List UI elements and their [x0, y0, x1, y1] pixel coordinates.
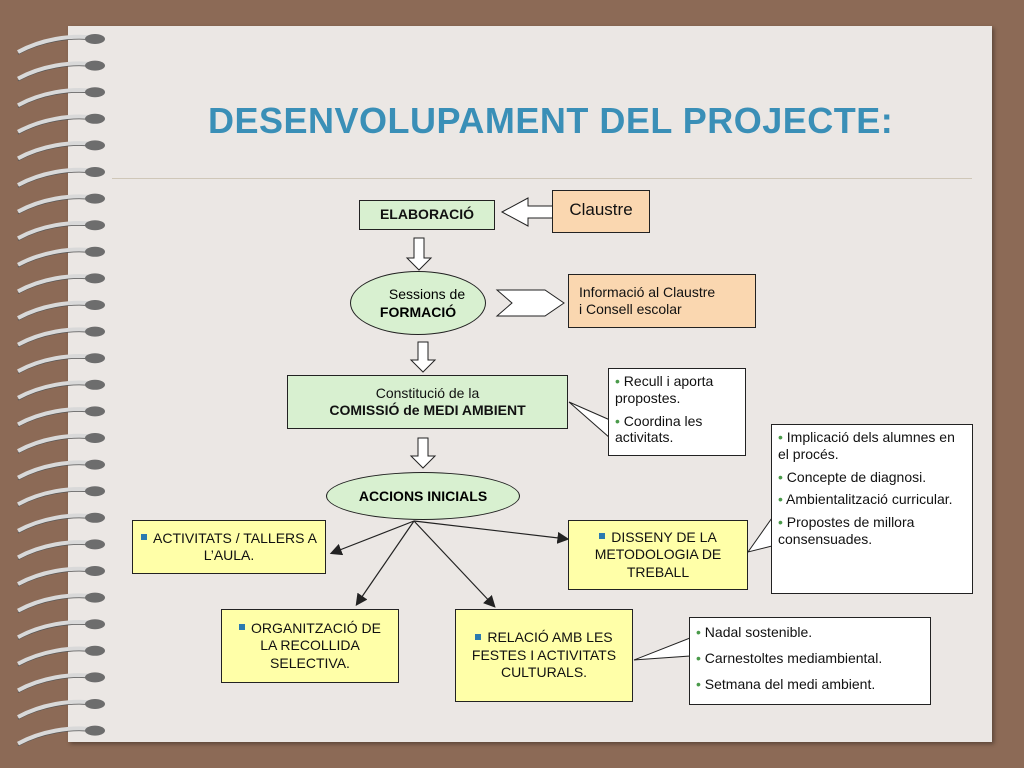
- callout-relacio-item: • Carnestoltes mediambiental.: [696, 649, 883, 666]
- binding-ring: [17, 459, 105, 481]
- line-to-activitats: [329, 520, 415, 556]
- bullet-square-icon: [475, 633, 482, 640]
- callout-comissio-item: • Coordina les activitats.: [615, 412, 703, 446]
- node-elaboracio: ELABORACIÓ: [359, 200, 495, 230]
- line-to-organitzacio: [355, 520, 415, 606]
- node-sessions-formacio: Sessions de FORMACIÓ: [350, 271, 486, 335]
- bullet-square-icon: [599, 533, 606, 540]
- bullet-square-icon: [141, 533, 148, 540]
- binding-ring: [17, 406, 105, 428]
- binding-ring: [17, 725, 105, 747]
- callout-pointer-disseny: [746, 516, 773, 553]
- binding-ring: [17, 273, 105, 295]
- node-organitzacio-label: ORGANITZACIÓ DE LA RECOLLIDA SELECTIVA.: [230, 620, 390, 673]
- binding-ring: [17, 433, 105, 454]
- binding-ring: [17, 592, 105, 614]
- down-arrow-2: [409, 341, 437, 373]
- binding-ring: [17, 246, 105, 268]
- arrow-claustre-to-elaboracio: [500, 197, 554, 227]
- node-activitats: ACTIVITATS / TALLERS A L’AULA.: [132, 520, 326, 574]
- node-accions-label: ACCIONS INICIALS: [358, 487, 488, 504]
- node-claustre-label: Claustre: [569, 200, 633, 219]
- node-info-line2: i Consell escolar: [579, 301, 682, 317]
- callout-disseny-item: • Implicació dels alumnes en el procés.: [778, 429, 955, 462]
- binding-ring: [17, 60, 105, 82]
- node-relacio: RELACIÓ AMB LES FESTES I ACTIVITATS CULT…: [455, 609, 633, 702]
- node-accions-inicials: ACCIONS INICIALS: [326, 472, 520, 520]
- callout-disseny: • Implicació dels alumnes en el procés. …: [771, 424, 973, 594]
- binding-ring: [17, 87, 105, 108]
- binding-ring: [17, 539, 105, 561]
- node-claustre: Claustre: [552, 190, 650, 233]
- page-title: DESENVOLUPAMENT DEL PROJECTE:: [208, 100, 894, 141]
- binding-ring: [17, 619, 105, 640]
- binding-ring: [17, 193, 105, 215]
- binding-ring: [17, 645, 105, 667]
- binding-ring: [17, 379, 105, 401]
- callout-pointer-relacio: [633, 637, 691, 661]
- line-to-relacio: [413, 520, 496, 608]
- callout-disseny-item: • Concepte de diagnosi.: [778, 468, 927, 485]
- node-informacio-claustre: Informació al Claustre i Consell escolar: [568, 274, 756, 328]
- node-activitats-label: ACTIVITATS / TALLERS A L’AULA.: [141, 530, 317, 565]
- binding-ring: [17, 140, 105, 162]
- spiral-binding: [17, 34, 105, 747]
- callout-relacio: • Nadal sostenible. • Carnestoltes media…: [689, 617, 931, 705]
- down-arrow-3: [409, 437, 437, 469]
- node-info-line1: Informació al Claustre: [579, 283, 716, 300]
- binding-ring: [17, 167, 105, 188]
- callout-disseny-item: • Propostes de millora consensuades.: [778, 514, 915, 547]
- bullet-square-icon: [239, 624, 246, 631]
- node-sessions-line2: FORMACIÓ: [379, 304, 457, 320]
- binding-ring: [17, 300, 105, 321]
- node-relacio-label: RELACIÓ AMB LES FESTES I ACTIVITATS CULT…: [471, 629, 617, 681]
- binding-ring: [17, 486, 105, 507]
- node-elaboracio-label: ELABORACIÓ: [379, 206, 475, 223]
- binding-ring: [17, 672, 105, 694]
- node-disseny-label: DISSENY DE LA METODOLOGIA DE TREBALL: [594, 528, 722, 580]
- callout-comissio-item: • Recull i aporta propostes.: [615, 373, 714, 406]
- callout-pointer-comissio: [568, 401, 611, 440]
- binding-ring: [17, 353, 105, 374]
- callout-comissio: • Recull i aporta propostes. • Coordina …: [608, 368, 746, 456]
- node-comissio-line1: Constitució de la: [375, 384, 480, 401]
- binding-ring: [17, 220, 105, 241]
- line-to-disseny: [413, 520, 570, 544]
- binding-ring: [17, 326, 105, 348]
- node-disseny: DISSENY DE LA METODOLOGIA DE TREBALL: [568, 520, 748, 590]
- node-sessions-line1: Sessions de: [388, 285, 466, 302]
- binding-ring: [17, 512, 105, 534]
- binding-ring: [17, 699, 105, 720]
- node-comissio-line2: COMISSIÓ de MEDI AMBIENT: [329, 402, 526, 418]
- binding-ring: [17, 113, 105, 135]
- binding-ring: [17, 566, 105, 587]
- down-arrow-1: [405, 237, 433, 271]
- title-divider: [112, 178, 972, 179]
- node-comissio: Constitució de la COMISSIÓ de MEDI AMBIE…: [287, 375, 568, 429]
- callout-relacio-item: • Setmana del medi ambient.: [696, 675, 876, 692]
- node-organitzacio: ORGANITZACIÓ DE LA RECOLLIDA SELECTIVA.: [221, 609, 399, 683]
- binding-ring: [17, 34, 105, 55]
- callout-relacio-item: • Nadal sostenible.: [696, 624, 813, 640]
- arrow-sessions-to-info: [495, 289, 565, 317]
- callout-disseny-item: • Ambientalització curricular.: [778, 491, 953, 508]
